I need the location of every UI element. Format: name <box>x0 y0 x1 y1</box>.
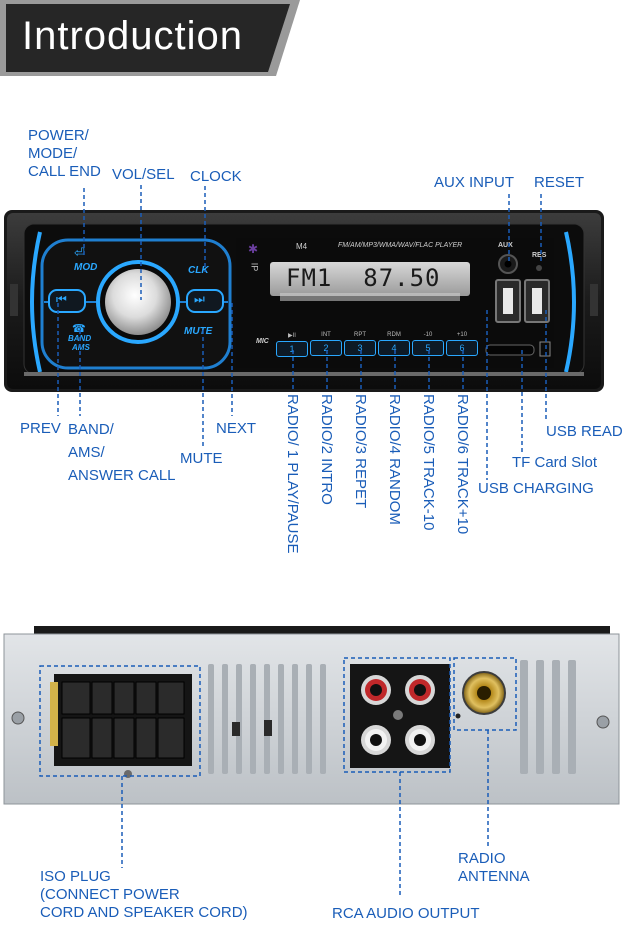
format-banner: FM/AM/MP3/WMA/WAV/FLAC PLAYER <box>338 242 463 249</box>
phone-icon: ☎ <box>72 323 86 335</box>
preset-caption: RDM <box>387 332 401 338</box>
preset-button-4[interactable]: RDM 4 <box>378 332 410 356</box>
preset-button-6[interactable]: +10 6 <box>446 332 478 356</box>
callout-line: CORD AND SPEAKER CORD) <box>40 904 248 921</box>
preset-number: 6 <box>446 340 478 356</box>
preset-caption: -10 <box>423 332 433 338</box>
callout-line: BAND/ <box>68 421 114 438</box>
preset-caption: INT <box>321 332 331 338</box>
preset-caption: RPT <box>354 332 366 338</box>
callout-reset: RESET <box>534 174 585 191</box>
callout-clock: CLOCK <box>190 168 242 185</box>
preset-number: 1 <box>276 341 308 357</box>
callout-mute: MUTE <box>180 450 223 467</box>
preset-button-5[interactable]: -10 5 <box>412 332 444 356</box>
callout-antenna: RADIO ANTENNA <box>458 850 530 886</box>
callout-iso-plug: ISO PLUG (CONNECT POWER CORD AND SPEAKER… <box>40 868 248 922</box>
title-banner: Introduction <box>0 0 300 80</box>
aux-label: AUX <box>498 242 513 249</box>
prev-button-icon[interactable]: ⏮ <box>56 292 67 306</box>
clk-button-label[interactable]: CLK <box>188 265 209 276</box>
callout-line: ISO PLUG <box>40 868 111 885</box>
callout-tf-card: TF Card Slot <box>512 454 598 471</box>
preset-number: 5 <box>412 340 444 356</box>
callout-line: CALL END <box>28 163 101 180</box>
mic-label: MIC <box>256 338 269 345</box>
page-title: Introduction <box>22 14 244 58</box>
front-panel: ⏎ MOD CLK ⏮ ⏭ ☎ BAND AMS MUTE ✱ IP M4 FM… <box>4 210 604 395</box>
preset-number: 2 <box>310 340 342 356</box>
preset-button-2[interactable]: INT 2 <box>310 332 342 356</box>
callout-next: NEXT <box>216 420 257 437</box>
callout-vol-sel: VOL/SEL <box>112 166 175 183</box>
callout-aux-input: AUX INPUT <box>434 174 515 191</box>
callout-line: (CONNECT POWER <box>40 886 180 903</box>
callout-rca-output: RCA AUDIO OUTPUT <box>332 905 480 922</box>
preset-caption: +10 <box>456 332 468 338</box>
preset-number: 3 <box>344 340 376 356</box>
callout-line: MODE/ <box>28 145 78 162</box>
rear-panel <box>0 622 623 812</box>
preset-button-1[interactable]: ▶II 1 <box>276 332 308 357</box>
preset-caption: ▶II <box>288 333 296 339</box>
callout-line: POWER/ <box>28 127 89 144</box>
callout-usb-read: USB READ <box>546 423 623 440</box>
callout-line: RADIO <box>458 850 506 867</box>
callout-power-mode: POWER/ MODE/ CALL END <box>28 127 101 181</box>
front-leader-lines <box>57 185 547 480</box>
callout-line: ANSWER CALL <box>68 467 176 484</box>
callout-usb-charging: USB CHARGING <box>478 480 594 497</box>
callout-line: ANTENNA <box>458 868 530 885</box>
res-label: RES <box>532 252 547 259</box>
callout-line: AMS/ <box>68 444 105 461</box>
callout-band-ams: BAND/ AMS/ ANSWER CALL <box>68 418 176 487</box>
callout-prev: PREV <box>20 420 61 437</box>
preset-number: 4 <box>378 340 410 356</box>
mod-button-label[interactable]: MOD <box>74 262 98 273</box>
preset-button-3[interactable]: RPT 3 <box>344 332 376 356</box>
preset-row: ▶II 1 INT 2 RPT 3 RDM 4 -10 5 +10 6 <box>276 332 482 364</box>
mod-icon[interactable]: ⏎ <box>74 245 85 260</box>
mute-button-label[interactable]: MUTE <box>184 326 213 337</box>
next-button-icon[interactable]: ⏭ <box>194 292 205 306</box>
ams-button-label[interactable]: AMS <box>72 343 90 352</box>
lcd-display: FM1 87.50 <box>286 264 441 292</box>
model-label: M4 <box>296 242 308 251</box>
bluetooth-icon: ✱ <box>248 242 259 256</box>
